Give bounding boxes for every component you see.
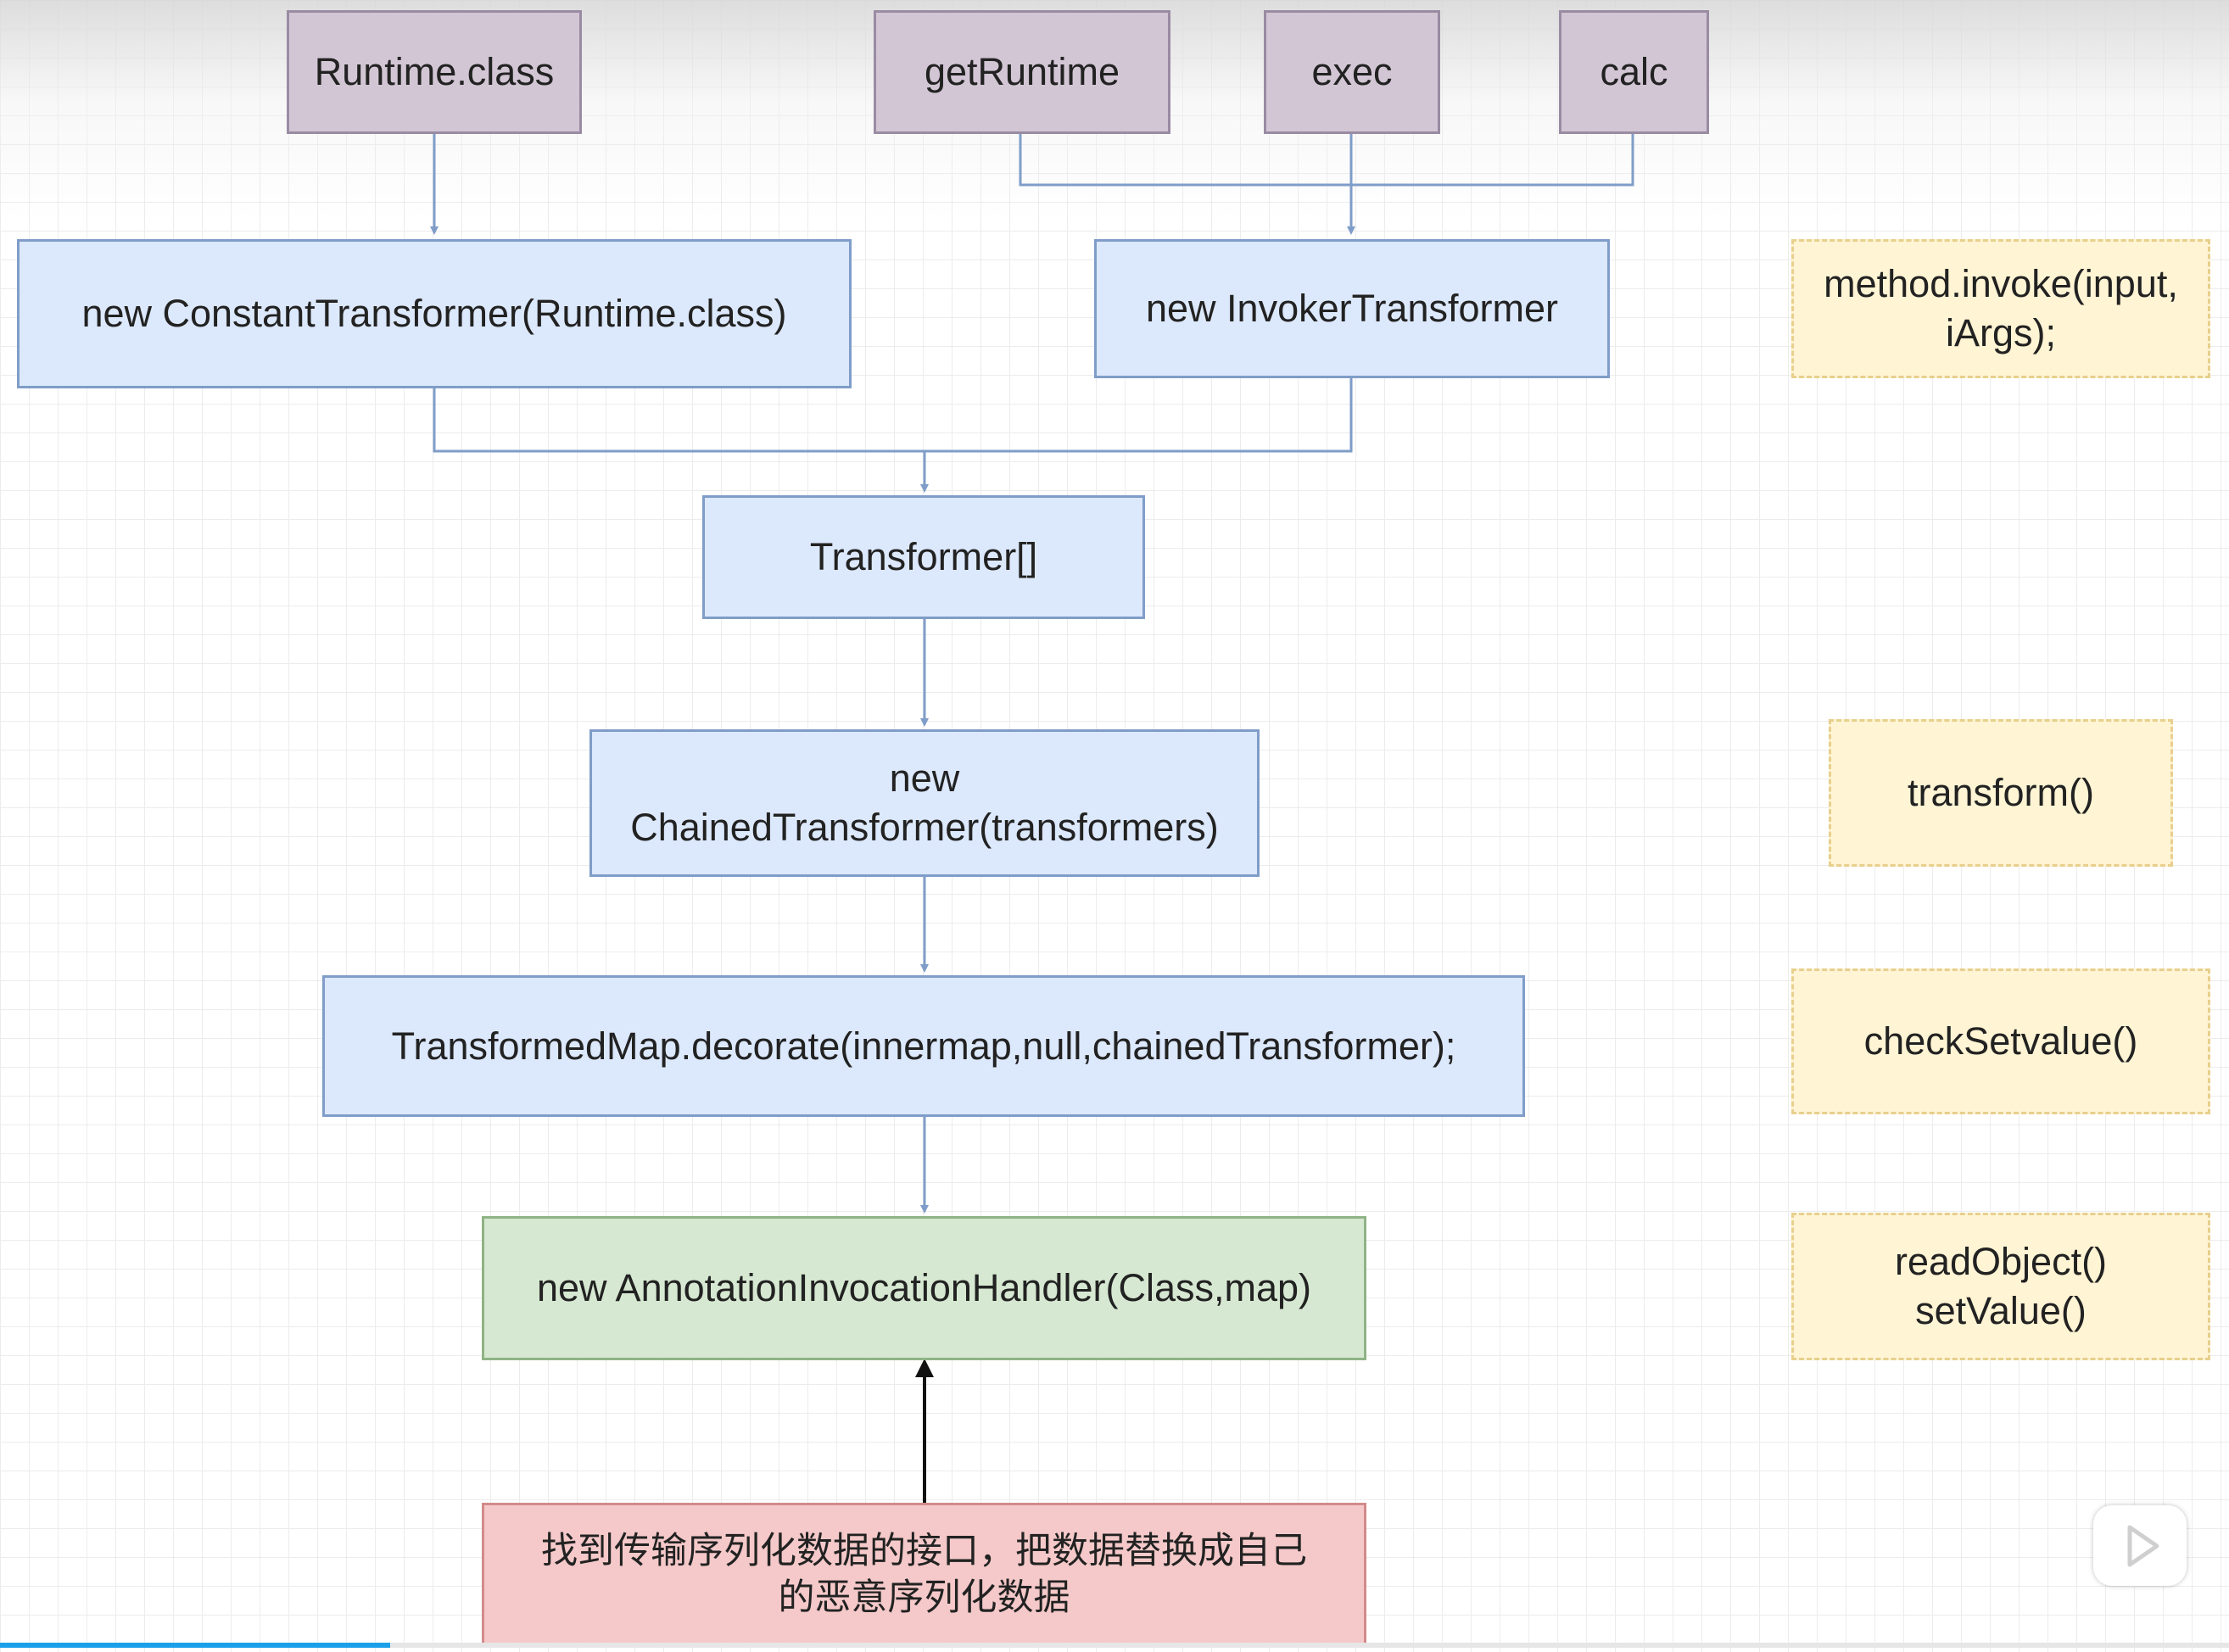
note-method-invoke[interactable]: method.invoke(input, iArgs);: [1791, 239, 2210, 378]
node-constant-transformer[interactable]: new ConstantTransformer(Runtime.class): [17, 239, 852, 388]
node-runtime-class-label: Runtime.class: [314, 50, 555, 94]
node-invoker-transformer-label: new InvokerTransformer: [1146, 287, 1558, 331]
note-transform-label: transform(): [1907, 771, 2094, 815]
note-read-object-line2: setValue(): [1915, 1289, 2087, 1332]
node-calc[interactable]: calc: [1559, 10, 1709, 134]
node-exec[interactable]: exec: [1264, 10, 1440, 134]
node-find-interface-label-line1: 找到传输序列化数据的接口，把数据替换成自己: [541, 1530, 1307, 1571]
node-annotation-handler[interactable]: new AnnotationInvocationHandler(Class,ma…: [482, 1216, 1366, 1360]
node-constant-transformer-label: new ConstantTransformer(Runtime.class): [81, 292, 787, 336]
connector-calc-branch: [1351, 134, 1634, 187]
node-transformer-array-label: Transformer[]: [809, 535, 1038, 579]
note-read-object-line1: readObject(): [1894, 1240, 2108, 1284]
node-annotation-handler-label: new AnnotationInvocationHandler(Class,ma…: [536, 1266, 1311, 1310]
node-transformer-array[interactable]: Transformer[]: [702, 495, 1145, 619]
play-button[interactable]: [2093, 1505, 2187, 1586]
note-check-setvalue-label: checkSetvalue(): [1863, 1019, 2138, 1063]
node-transformed-map[interactable]: TransformedMap.decorate(innermap,null,ch…: [322, 975, 1525, 1117]
note-method-invoke-line1: method.invoke(input,: [1824, 262, 2178, 306]
node-find-interface-label-line2: 的恶意序列化数据: [778, 1577, 1070, 1618]
node-get-runtime-label: getRuntime: [924, 50, 1120, 94]
node-chained-transformer-label-line1: new: [889, 756, 960, 801]
note-check-setvalue[interactable]: checkSetvalue(): [1791, 968, 2210, 1114]
node-find-interface[interactable]: 找到传输序列化数据的接口，把数据替换成自己 的恶意序列化数据: [482, 1503, 1366, 1647]
node-chained-transformer-label-line2: ChainedTransformer(transformers): [630, 806, 1219, 849]
connector-invoker-branch: [925, 378, 1353, 453]
connector-getruntime-branch: [1019, 134, 1351, 187]
node-exec-label: exec: [1311, 50, 1393, 94]
video-progress-bar[interactable]: [0, 1643, 2229, 1648]
video-progress-fill: [0, 1643, 390, 1648]
node-get-runtime[interactable]: getRuntime: [874, 10, 1170, 134]
note-read-object[interactable]: readObject() setValue(): [1791, 1213, 2210, 1360]
note-transform[interactable]: transform(): [1829, 719, 2173, 867]
play-icon: [2127, 1525, 2159, 1566]
node-calc-label: calc: [1600, 50, 1668, 94]
node-transformed-map-label: TransformedMap.decorate(innermap,null,ch…: [391, 1024, 1456, 1068]
node-invoker-transformer[interactable]: new InvokerTransformer: [1094, 239, 1610, 378]
node-chained-transformer[interactable]: new ChainedTransformer(transformers): [589, 729, 1260, 877]
note-method-invoke-line2: iArgs);: [1945, 311, 2056, 354]
node-runtime-class[interactable]: Runtime.class: [287, 10, 582, 134]
connector-constant-branch: [433, 388, 925, 453]
